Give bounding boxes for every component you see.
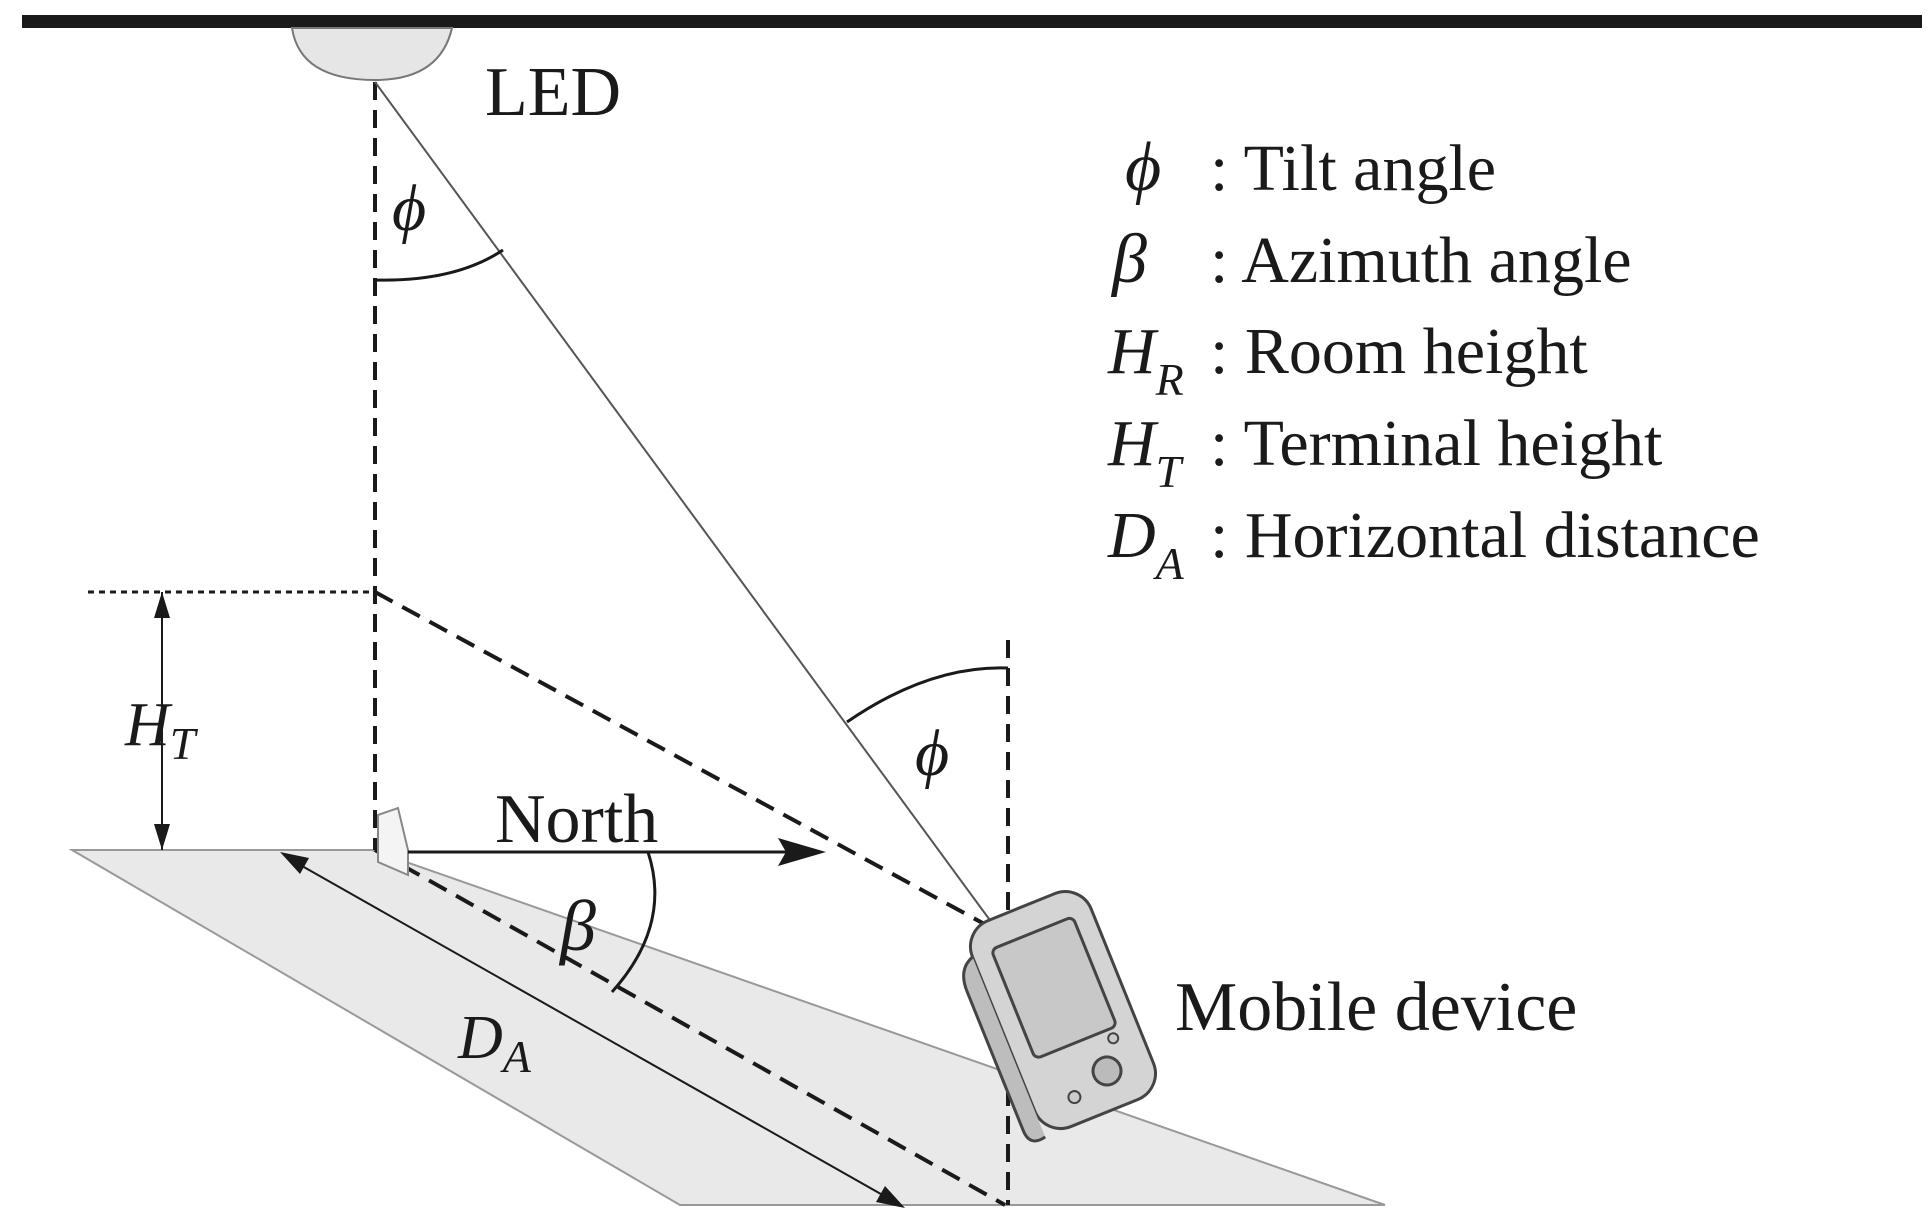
legend-item-terminal-height: HT : Terminal height [1107,407,1662,497]
legend: ϕ : Tilt angle β : Azimuth angle HR : Ro… [1107,129,1760,589]
mobile-device-button-small [1067,1090,1082,1105]
phi-label-device: ϕ [915,717,949,790]
north-label: North [495,781,658,858]
da-dimension-line [294,861,896,1203]
base-marker [377,806,409,877]
beta-arc [610,851,657,994]
legend-text: : Terminal height [1210,407,1662,480]
ht-arrowhead-up [154,592,170,618]
legend-text: : Tilt angle [1210,132,1496,205]
ht-label: HT [124,691,199,769]
floor-azimuth-line [374,848,1006,1207]
da-arrowhead-start [280,852,309,874]
phi-arc-device [846,666,1009,724]
phi-arc-led [374,248,504,282]
legend-item-room-height: HR : Room height [1107,315,1588,405]
legend-item-azimuth: β : Azimuth angle [1110,221,1632,298]
mobile-device-button-top [1107,1032,1120,1045]
mobile-device-screen [991,916,1117,1059]
legend-symbol: ϕ [1125,129,1161,206]
terminal-height-projection-line [374,590,1011,940]
mobile-device-side [962,955,1047,1143]
legend-symbol: HT [1107,407,1185,497]
north-arrowhead [778,838,826,866]
legend-text: : Azimuth angle [1210,224,1632,297]
legend-item-tilt: ϕ : Tilt angle [1125,129,1496,206]
legend-symbol: DA [1107,499,1185,589]
ceiling-bar [22,15,1922,28]
legend-item-horizontal-distance: DA : Horizontal distance [1107,499,1760,589]
legend-text: : Room height [1210,315,1588,388]
da-arrowhead-end [876,1186,905,1208]
legend-text: : Horizontal distance [1210,499,1760,572]
led-lamp [290,27,454,82]
led-label: LED [485,54,621,131]
legend-symbol: β [1110,221,1147,298]
beta-label: β [558,886,596,966]
ht-arrowhead-down [154,824,170,850]
mobile-device-button-large [1091,1055,1123,1087]
legend-symbol: HR [1107,315,1184,405]
phi-label-led: ϕ [392,172,426,245]
mobile-device [962,890,1157,1143]
da-label: DA [457,1004,532,1082]
mobile-device-label: Mobile device [1175,969,1577,1046]
incidence-ray [374,81,1004,939]
